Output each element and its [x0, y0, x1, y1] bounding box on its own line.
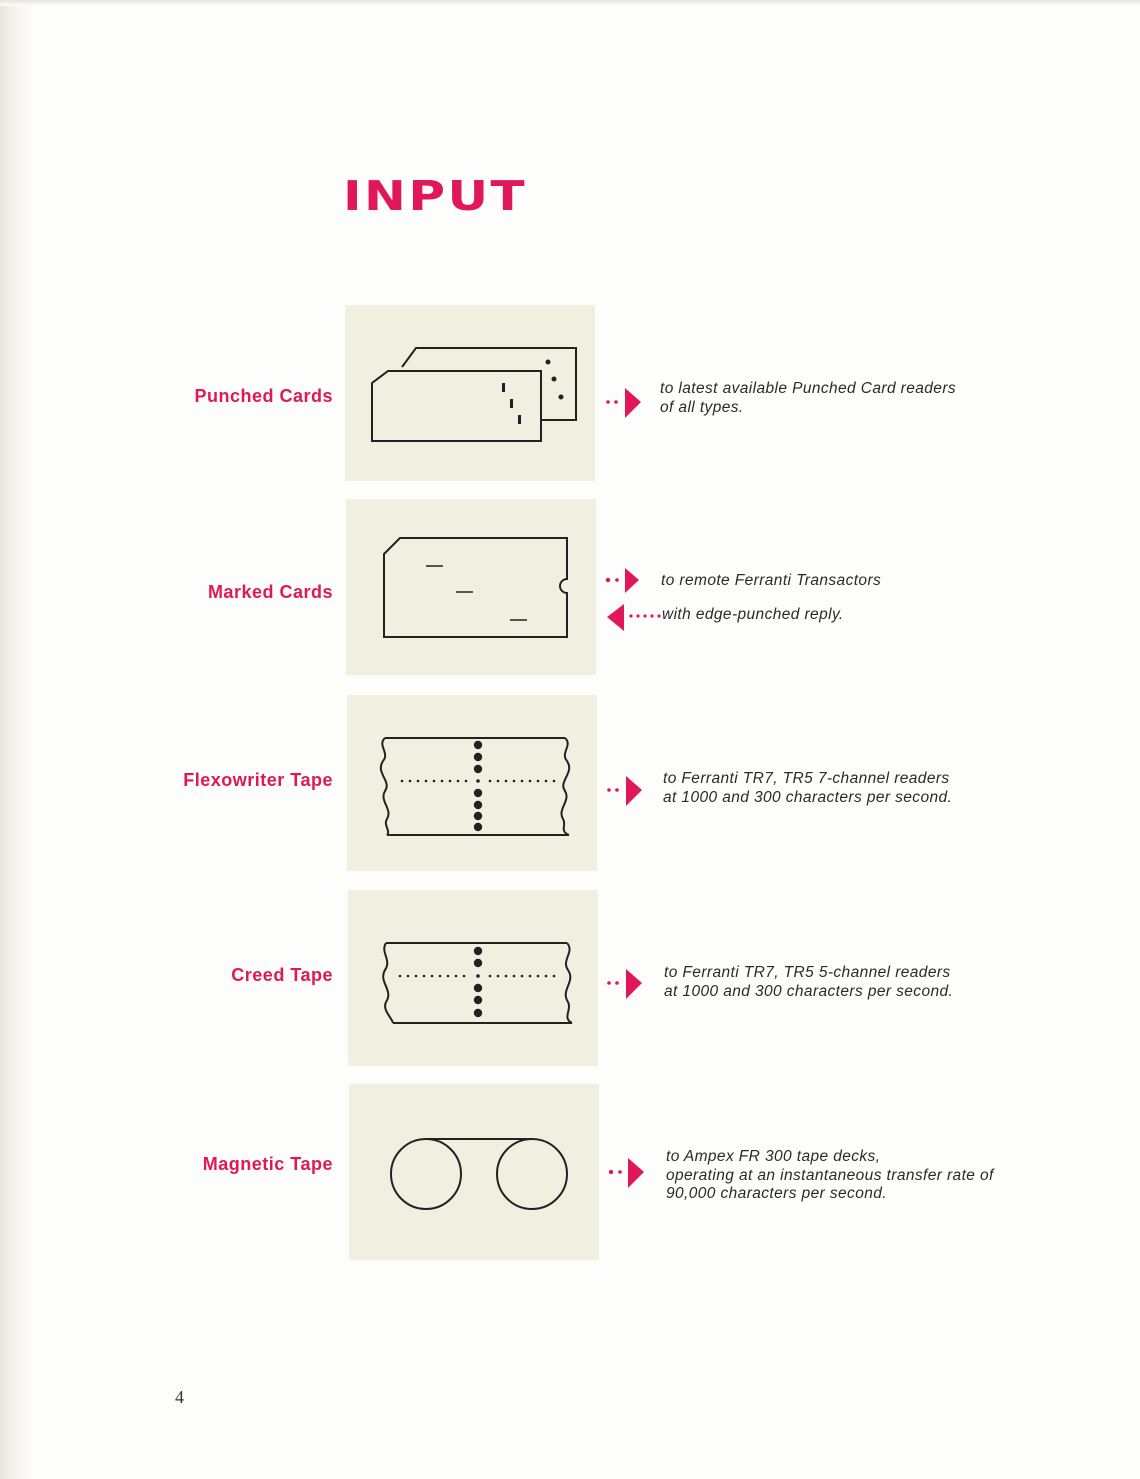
arrow-right-icon: [605, 568, 639, 593]
page-title: INPUT: [343, 172, 528, 220]
label-magnetic-tape: Magnetic Tape: [202, 1154, 333, 1174]
desc-line: operating at an instantaneous transfer r…: [666, 1166, 994, 1184]
desc-line: with edge-punched reply.: [662, 606, 844, 623]
desc-line: at 1000 and 300 characters per second.: [663, 788, 953, 806]
label-flexowriter-tape: Flexowriter Tape: [183, 770, 333, 790]
desc-line: to Ferranti TR7, TR5 5-channel readers: [664, 964, 951, 981]
desc-line: to latest available Punched Card readers: [660, 380, 957, 397]
label-marked-cards: Marked Cards: [207, 582, 333, 602]
arrow-left-icon: [607, 604, 661, 631]
desc-flexowriter-tape: to Ferranti TR7, TR5 7-channel readers a…: [663, 770, 1043, 807]
desc-magnetic-tape: to Ampex FR 300 tape decks, operating at…: [666, 1148, 1046, 1204]
desc-line: to remote Ferranti Transactors: [661, 572, 882, 589]
page-top-shadow: [0, 0, 1140, 6]
punched-cards-icon: [371, 347, 577, 442]
arrow-right-icon: [607, 776, 642, 806]
arrow-right-icon: [608, 1158, 644, 1188]
arrow-right-icon: [607, 969, 642, 999]
label-punched-cards: Punched Cards: [194, 386, 333, 406]
arrow-right-icon: [606, 388, 641, 418]
desc-line: 90,000 characters per second.: [666, 1185, 887, 1202]
desc-line: at 1000 and 300 characters per second.: [664, 982, 954, 1000]
page-edge-shadow: [0, 0, 34, 1479]
five-channel-tape-icon: [382, 942, 573, 1024]
desc-line: to Ferranti TR7, TR5 7-channel readers: [663, 770, 950, 787]
desc-line: of all types.: [660, 398, 744, 416]
panel-magnetic-tape: [349, 1084, 599, 1260]
label-creed-tape: Creed Tape: [231, 965, 333, 985]
seven-channel-tape-icon: [379, 737, 571, 836]
desc-marked-cards-in: with edge-punched reply.: [662, 606, 1042, 625]
desc-line: to Ampex FR 300 tape decks,: [666, 1148, 881, 1165]
magnetic-tape-reels-icon: [390, 1138, 568, 1210]
panel-punched-cards: [345, 305, 595, 481]
panel-creed-tape: [348, 890, 598, 1066]
page-number: 4: [175, 1387, 184, 1407]
desc-marked-cards-out: to remote Ferranti Transactors: [661, 572, 1041, 591]
desc-creed-tape: to Ferranti TR7, TR5 5-channel readers a…: [664, 964, 1044, 1001]
panel-marked-cards: [346, 499, 596, 675]
marked-card-icon: [383, 537, 568, 638]
panel-flexowriter-tape: [347, 695, 597, 871]
desc-punched-cards: to latest available Punched Card readers…: [660, 380, 1040, 417]
